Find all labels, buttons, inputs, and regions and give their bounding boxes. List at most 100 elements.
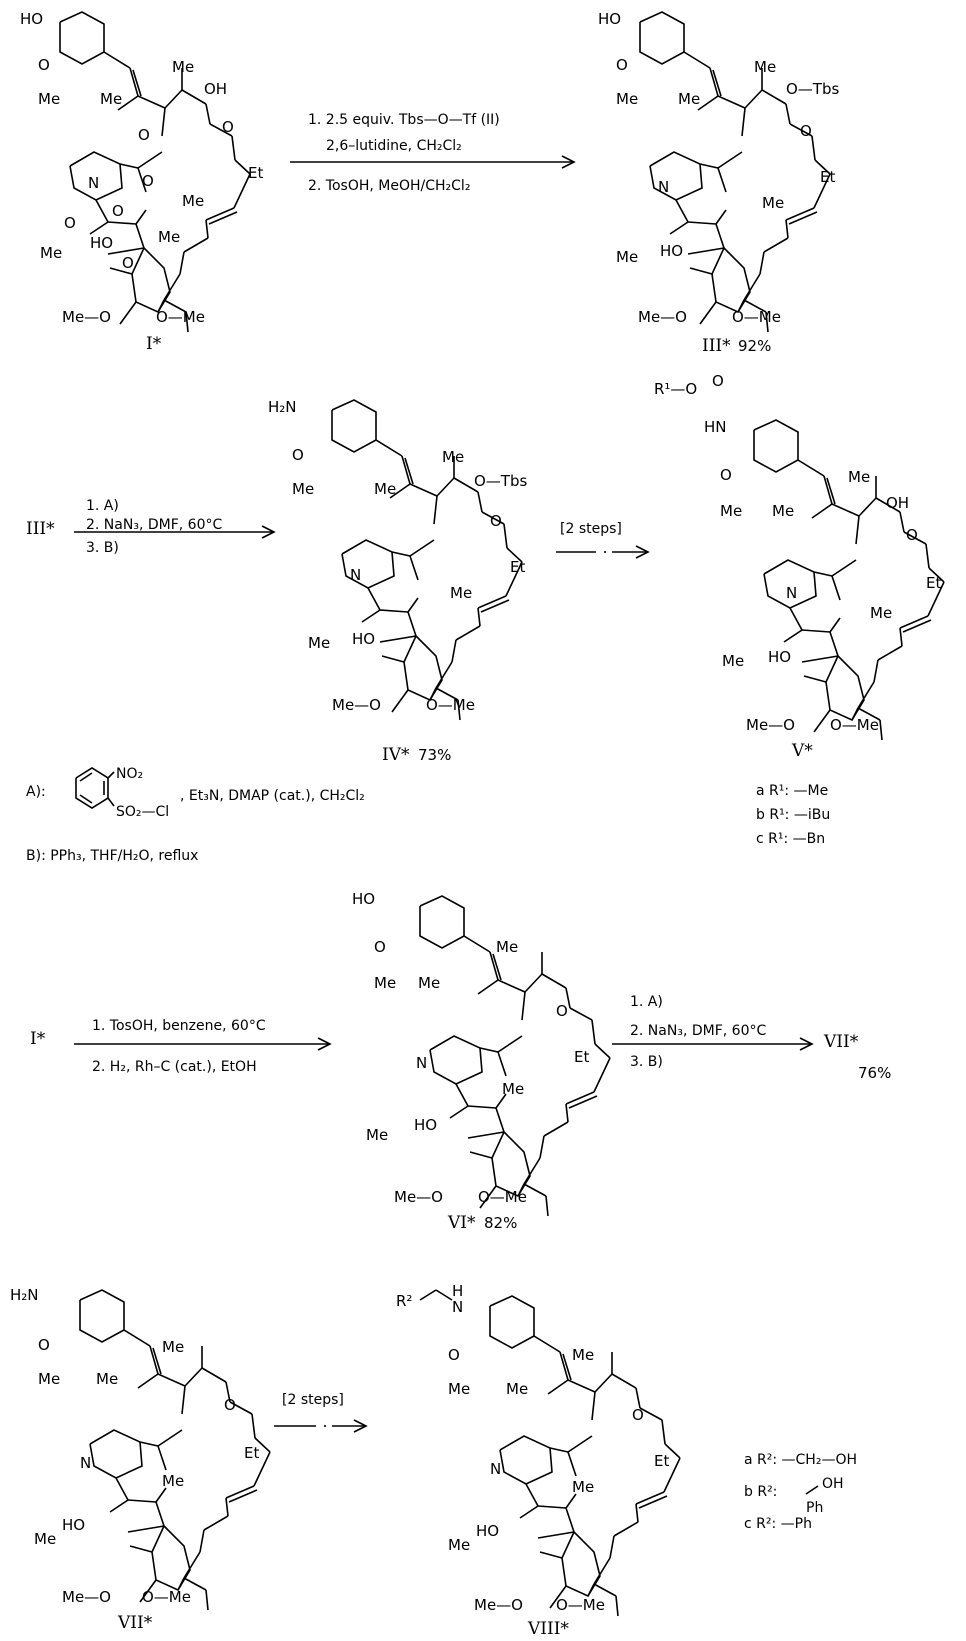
VII-Me-alkene: Me bbox=[96, 1370, 118, 1388]
V-Me-ring: Me bbox=[870, 604, 892, 622]
I-Me-ring: Me bbox=[182, 192, 204, 210]
VI-OMe: O—Me bbox=[478, 1188, 527, 1206]
III-Me-3: Me bbox=[616, 248, 638, 266]
compound-III-yield: 92% bbox=[738, 337, 771, 355]
I-O-ester: O bbox=[138, 126, 150, 144]
V-O-ketone: O bbox=[906, 526, 918, 544]
III-N: N bbox=[658, 178, 669, 196]
IV-Me-chain: Me bbox=[442, 448, 464, 466]
V-variant-c: c R¹: —Bn bbox=[756, 831, 825, 847]
VIII-variant-b-oh: OH bbox=[822, 1476, 844, 1492]
I-O: O bbox=[38, 56, 50, 74]
V-Me-3: Me bbox=[722, 652, 744, 670]
IV-O-ketone: O bbox=[490, 512, 502, 530]
compound-III-label: III* bbox=[702, 336, 731, 356]
arrow-step6-head bbox=[353, 1419, 368, 1433]
step5-line3: 3. B) bbox=[630, 1054, 663, 1070]
VII-Me-3: Me bbox=[34, 1530, 56, 1548]
arrow-step3-head bbox=[635, 545, 650, 559]
V-Me-alkene: Me bbox=[772, 502, 794, 520]
arrow-step2-head bbox=[261, 525, 276, 539]
reagent-A-so2cl: SO₂—Cl bbox=[116, 804, 169, 820]
VIII-Me-3: Me bbox=[448, 1536, 470, 1554]
VI-MeO: Me—O bbox=[394, 1188, 443, 1206]
IV-Me-alkene: Me bbox=[374, 480, 396, 498]
III-HO2: HO bbox=[660, 242, 683, 260]
VII-HO2: HO bbox=[62, 1516, 85, 1534]
reagent-A-no2: NO₂ bbox=[116, 766, 143, 782]
I-MeO: Me—O bbox=[62, 308, 111, 326]
V-OH: OH bbox=[886, 494, 909, 512]
VII-O: O bbox=[38, 1336, 50, 1354]
step2-line1: 1. A) bbox=[86, 498, 119, 514]
III-OTbs: O—Tbs bbox=[786, 80, 839, 98]
VI-Me-ome: Me bbox=[374, 974, 396, 992]
V-variant-b: b R¹: —iBu bbox=[756, 807, 830, 823]
IV-O: O bbox=[292, 446, 304, 464]
VIII-Me-ome: Me bbox=[448, 1380, 470, 1398]
compound-IV-structure bbox=[331, 399, 523, 721]
step5-line1: 1. A) bbox=[630, 994, 663, 1010]
I-O-ring: O bbox=[122, 254, 134, 272]
V-variant-a: a R¹: —Me bbox=[756, 783, 828, 799]
VIII-variant-c: c R²: —Ph bbox=[744, 1516, 812, 1532]
III-Et: Et bbox=[820, 168, 835, 186]
VIII-variant-b-ph: Ph bbox=[806, 1500, 823, 1516]
VIII-Me-ring: Me bbox=[572, 1478, 594, 1496]
VI-Me-ring: Me bbox=[502, 1080, 524, 1098]
I-Me-chain: Me bbox=[172, 58, 194, 76]
reagent-A-rest: , Et₃N, DMAP (cat.), CH₂Cl₂ bbox=[180, 788, 365, 804]
VI-HO: HO bbox=[352, 890, 375, 908]
IV-Et: Et bbox=[510, 558, 525, 576]
arrow-step1-head bbox=[561, 155, 576, 169]
I-OH: OH bbox=[204, 80, 227, 98]
compound-V-label: V* bbox=[791, 741, 813, 761]
VIII-Me-chain: Me bbox=[572, 1346, 594, 1364]
VIII-Et: Et bbox=[654, 1452, 669, 1470]
I-N: N bbox=[88, 174, 99, 192]
VIII-variant-a: a R²: —CH₂—OH bbox=[744, 1452, 857, 1468]
I-Et: Et bbox=[248, 164, 263, 182]
IV-OTbs: O—Tbs bbox=[474, 472, 527, 490]
IV-H2N: H₂N bbox=[268, 398, 297, 416]
step4-line2: 2. H₂, Rh–C (cat.), EtOH bbox=[92, 1059, 257, 1075]
III-Me-ring: Me bbox=[762, 194, 784, 212]
III-Me-ome: Me bbox=[616, 90, 638, 108]
reagent-A-benzene bbox=[75, 767, 115, 809]
step2-line2: 2. NaN₃, DMF, 60°C bbox=[86, 517, 222, 533]
VIII-variant-b: b R²: bbox=[744, 1484, 777, 1500]
VII-Me-chain: Me bbox=[162, 1338, 184, 1356]
IV-HO2: HO bbox=[352, 630, 375, 648]
reagent-B: B): PPh₃, THF/H₂O, reflux bbox=[26, 848, 198, 864]
compound-IV-label: IV* bbox=[382, 745, 410, 765]
V-O: O bbox=[720, 466, 732, 484]
compound-VII-yield: 76% bbox=[858, 1064, 891, 1082]
step1-line3: 2. TosOH, MeOH/CH₂Cl₂ bbox=[308, 178, 470, 194]
VIII-N: N bbox=[490, 1460, 501, 1478]
VIII-R2: R² bbox=[396, 1292, 412, 1310]
VII-Et: Et bbox=[244, 1444, 259, 1462]
VII-Me-ring: Me bbox=[162, 1472, 184, 1490]
VII-OMe: O—Me bbox=[142, 1588, 191, 1606]
arrow-step5-head bbox=[799, 1037, 814, 1051]
VII-O-ketone: O bbox=[224, 1396, 236, 1414]
III-Me-alkene: Me bbox=[678, 90, 700, 108]
arrow-step4-head bbox=[317, 1037, 332, 1051]
compound-VIII-label: VIII* bbox=[527, 1619, 569, 1639]
step4-line1: 1. TosOH, benzene, 60°C bbox=[92, 1018, 266, 1034]
III-OMe: O—Me bbox=[732, 308, 781, 326]
I-O-ester2: O bbox=[142, 172, 154, 190]
III-O: O bbox=[616, 56, 628, 74]
III-Me-chain: Me bbox=[754, 58, 776, 76]
VII-Me-ome: Me bbox=[38, 1370, 60, 1388]
compound-VI-yield: 82% bbox=[484, 1214, 517, 1232]
IV-MeO: Me—O bbox=[332, 696, 381, 714]
VII-N: N bbox=[80, 1454, 91, 1472]
I-Me-3: Me bbox=[40, 244, 62, 262]
step1-line2: 2,6–lutidine, CH₂Cl₂ bbox=[326, 138, 462, 154]
step1-line1: 1. 2.5 equiv. Tbs—O—Tf (II) bbox=[308, 112, 500, 128]
VIII-OMe: O—Me bbox=[556, 1596, 605, 1614]
V-Me-chain: Me bbox=[848, 468, 870, 486]
step2-line3: 3. B) bbox=[86, 540, 119, 556]
